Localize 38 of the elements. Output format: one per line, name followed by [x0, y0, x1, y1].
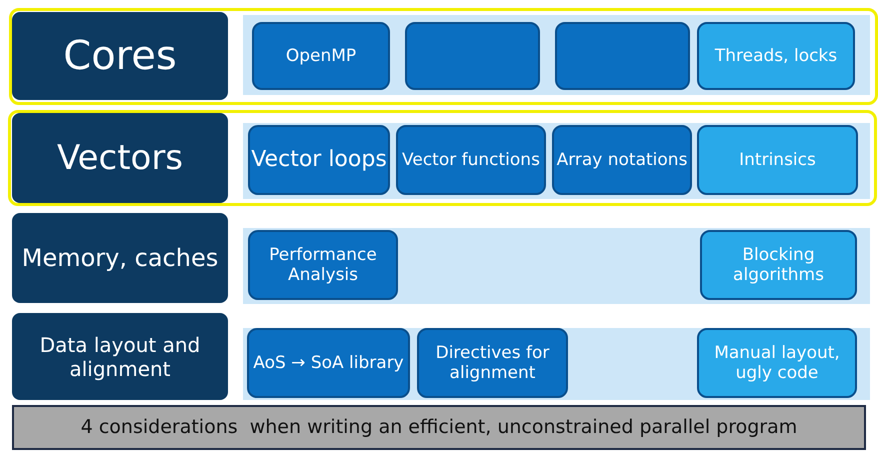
row-header — [12, 313, 228, 400]
feature-label: AoS → SoA library — [253, 352, 404, 374]
feature-box — [396, 125, 546, 195]
feature-label: Intrinsics — [739, 150, 816, 170]
feature-box — [248, 230, 398, 300]
feature-box — [417, 328, 568, 398]
row-band — [243, 15, 870, 95]
feature-box — [247, 328, 410, 398]
feature-label: Blocking algorithms — [732, 244, 825, 286]
feature-label: Manual layout, ugly code — [713, 342, 841, 384]
feature-box — [697, 125, 858, 195]
caption-text: 4 considerations when writing an efficient, unconstrained parallel program — [80, 416, 798, 439]
row-header — [12, 213, 228, 303]
feature-box — [697, 22, 855, 90]
feature-box — [252, 22, 390, 90]
row-header — [12, 113, 228, 203]
feature-label: Vector loops — [251, 146, 387, 174]
feature-label: Threads, locks — [714, 46, 838, 66]
row-header — [12, 12, 228, 100]
caption-box — [12, 405, 866, 450]
blank-box — [405, 22, 540, 90]
feature-box — [248, 125, 390, 195]
feature-label: Array notations — [556, 150, 688, 170]
row-title: Data layout and alignment — [38, 332, 202, 380]
row-title: Cores — [63, 32, 177, 80]
feature-label: Vector functions — [402, 150, 540, 170]
row-band — [243, 228, 870, 304]
feature-box — [552, 125, 692, 195]
blank-box — [555, 22, 690, 90]
feature-label: Directives for alignment — [434, 342, 550, 384]
row-title: Memory, caches — [22, 244, 218, 272]
feature-box — [700, 230, 857, 300]
row-title: Vectors — [56, 138, 184, 178]
feature-box — [697, 328, 857, 398]
feature-label: Performance Analysis — [268, 244, 378, 286]
row-band — [243, 123, 870, 199]
feature-label: OpenMP — [286, 46, 356, 66]
row-band — [243, 328, 870, 400]
